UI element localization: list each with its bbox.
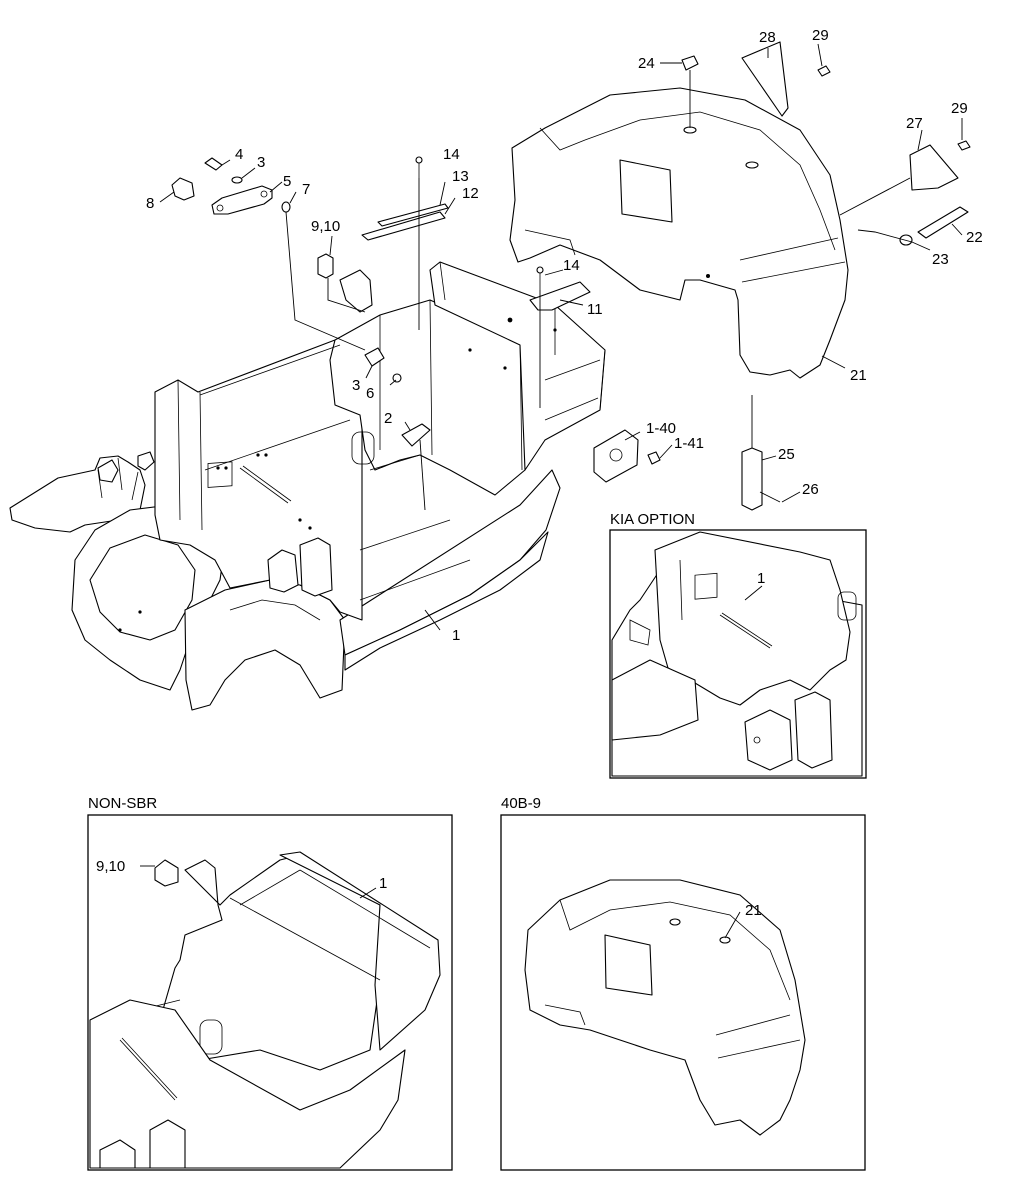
- label-non-sbr-part-9-10: 9,10: [96, 858, 125, 875]
- label-part-9-10: 9,10: [311, 218, 340, 235]
- non-sbr-title: NON-SBR: [88, 795, 157, 812]
- label-part-7: 7: [302, 181, 310, 198]
- label-part-21: 21: [850, 367, 867, 384]
- label-part-6: 6: [366, 385, 374, 402]
- non-sbr-panel: [87, 814, 453, 1171]
- label-part-26: 26: [802, 481, 819, 498]
- label-part-23: 23: [932, 251, 949, 268]
- label-part-25: 25: [778, 446, 795, 463]
- label-kia-part-1: 1: [757, 570, 765, 587]
- label-40b9-part-21: 21: [745, 902, 762, 919]
- label-part-8: 8: [146, 195, 154, 212]
- label-part-14a: 14: [443, 146, 460, 163]
- leader-lines: [159, 43, 963, 631]
- label-part-13: 13: [452, 168, 469, 185]
- label-part-1-40: 1-40: [646, 420, 676, 437]
- kia-option-panel: [609, 529, 867, 779]
- label-part-24: 24: [638, 55, 655, 72]
- part-labels: KIA OPTION NON-SBR 40B-9 1 2 3 3 4 5 6 7…: [88, 27, 983, 919]
- label-part-29a: 29: [812, 27, 829, 44]
- label-part-14b: 14: [563, 257, 580, 274]
- counterweight-assembly: [509, 41, 971, 511]
- p40b9-panel: [500, 814, 866, 1171]
- label-part-3a: 3: [257, 154, 265, 171]
- label-part-11: 11: [587, 301, 603, 318]
- kia-option-title: KIA OPTION: [610, 511, 695, 528]
- frame-holes: [118, 317, 557, 632]
- label-part-3b: 3: [352, 377, 360, 394]
- label-part-22: 22: [966, 229, 983, 246]
- label-part-12: 12: [462, 185, 479, 202]
- label-part-28: 28: [759, 29, 776, 46]
- label-part-27: 27: [906, 115, 923, 132]
- label-part-29b: 29: [951, 100, 968, 117]
- label-part-2: 2: [384, 410, 392, 427]
- label-part-1-41: 1-41: [674, 435, 704, 452]
- p40b9-title: 40B-9: [501, 795, 541, 812]
- label-part-4: 4: [235, 146, 243, 163]
- label-part-5: 5: [283, 173, 291, 190]
- label-part-1: 1: [452, 627, 460, 644]
- hardware-parts: [171, 156, 661, 483]
- label-non-sbr-part-1: 1: [379, 875, 387, 892]
- upper-frame-assembly: [9, 261, 606, 711]
